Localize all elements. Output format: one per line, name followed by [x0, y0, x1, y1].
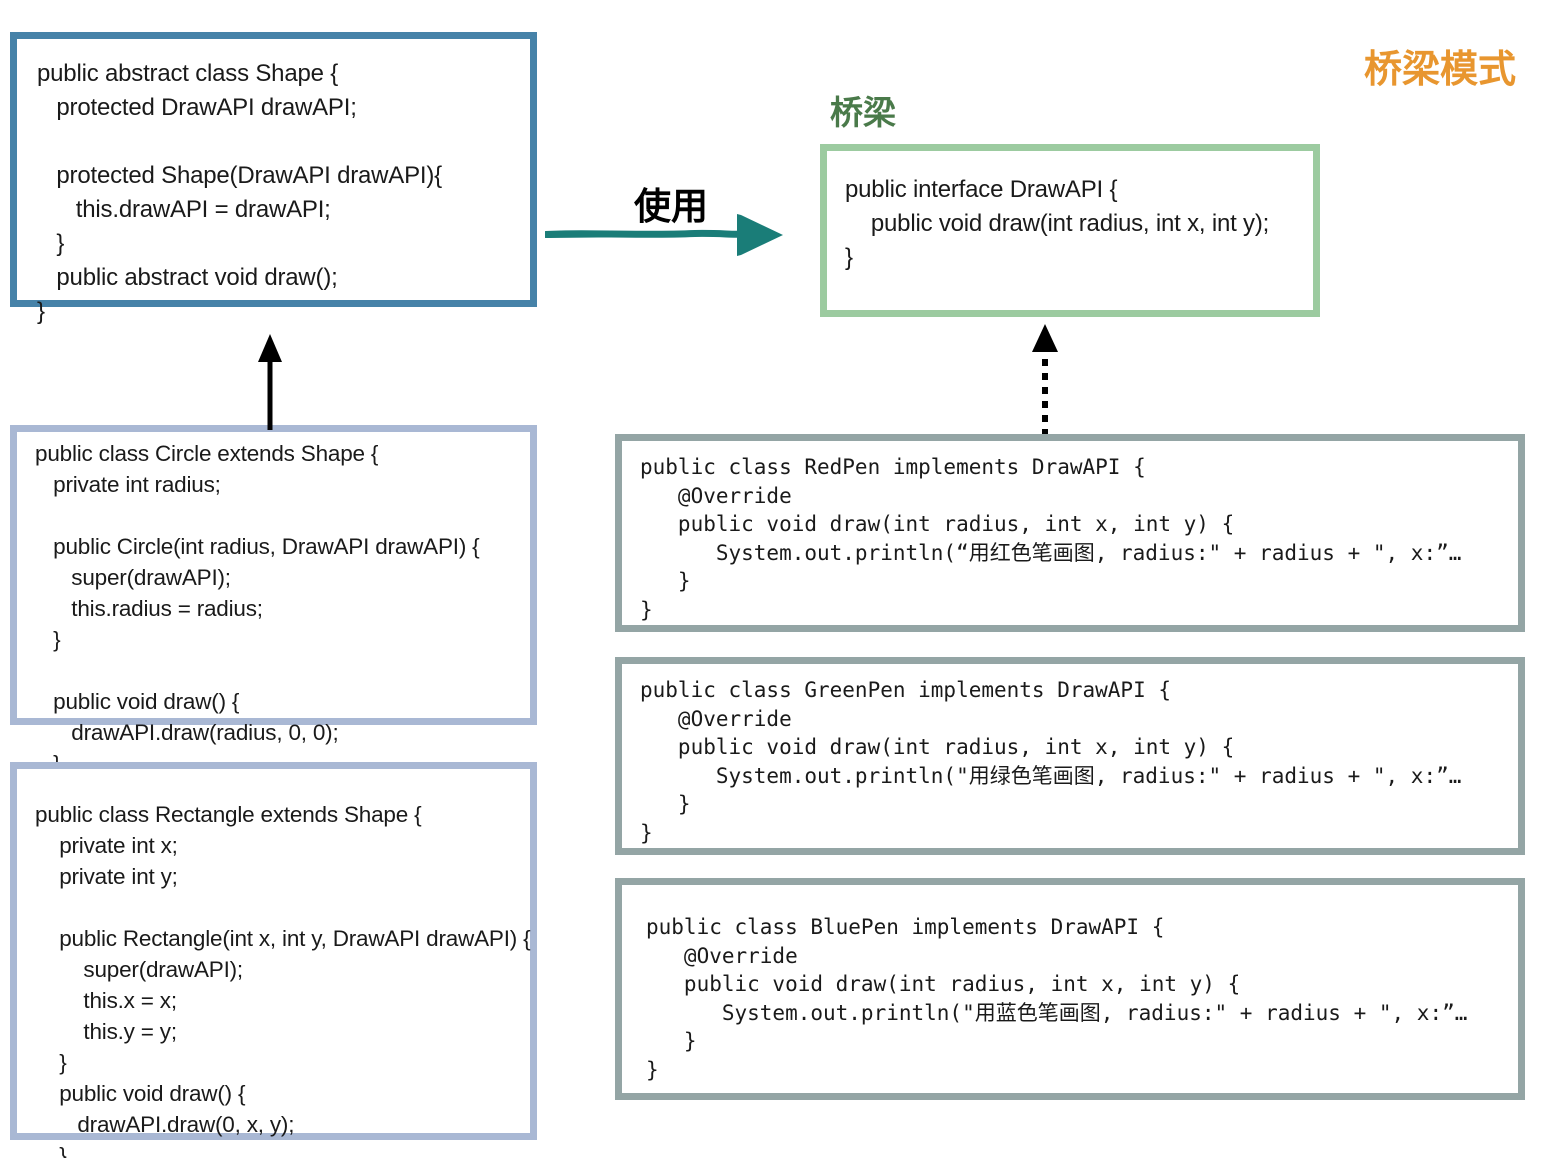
shape-code-text: public abstract class Shape { protected … — [37, 60, 442, 325]
redpen-class-box: public class RedPen implements DrawAPI {… — [615, 434, 1525, 632]
greenpen-class-box: public class GreenPen implements DrawAPI… — [615, 657, 1525, 855]
page-title: 桥梁模式 — [1363, 47, 1516, 91]
rectangle-code-text: public class Rectangle extends Shape { p… — [35, 802, 531, 1158]
redpen-code-text: public class RedPen implements DrawAPI {… — [640, 455, 1462, 622]
rectangle-class-box: public class Rectangle extends Shape { p… — [10, 762, 537, 1158]
use-relation-label: 使用 — [634, 185, 708, 228]
bluepen-class-box: public class BluePen implements DrawAPI … — [615, 878, 1525, 1100]
circle-code-text: public class Circle extends Shape { priv… — [35, 441, 480, 807]
drawapi-code-text: public interface DrawAPI { public void d… — [845, 176, 1270, 271]
bridge-label: 桥梁 — [830, 93, 896, 132]
shape-abstract-class-box: public abstract class Shape { protected … — [10, 32, 537, 325]
bluepen-code-text: public class BluePen implements DrawAPI … — [646, 915, 1468, 1082]
realization-arrow-icon — [1032, 324, 1058, 436]
inheritance-arrow-icon — [258, 334, 282, 430]
drawapi-interface-box: public interface DrawAPI { public void d… — [820, 144, 1320, 317]
circle-class-box: public class Circle extends Shape { priv… — [10, 425, 537, 807]
greenpen-code-text: public class GreenPen implements DrawAPI… — [640, 678, 1462, 845]
uses-arrow-icon — [545, 214, 783, 256]
